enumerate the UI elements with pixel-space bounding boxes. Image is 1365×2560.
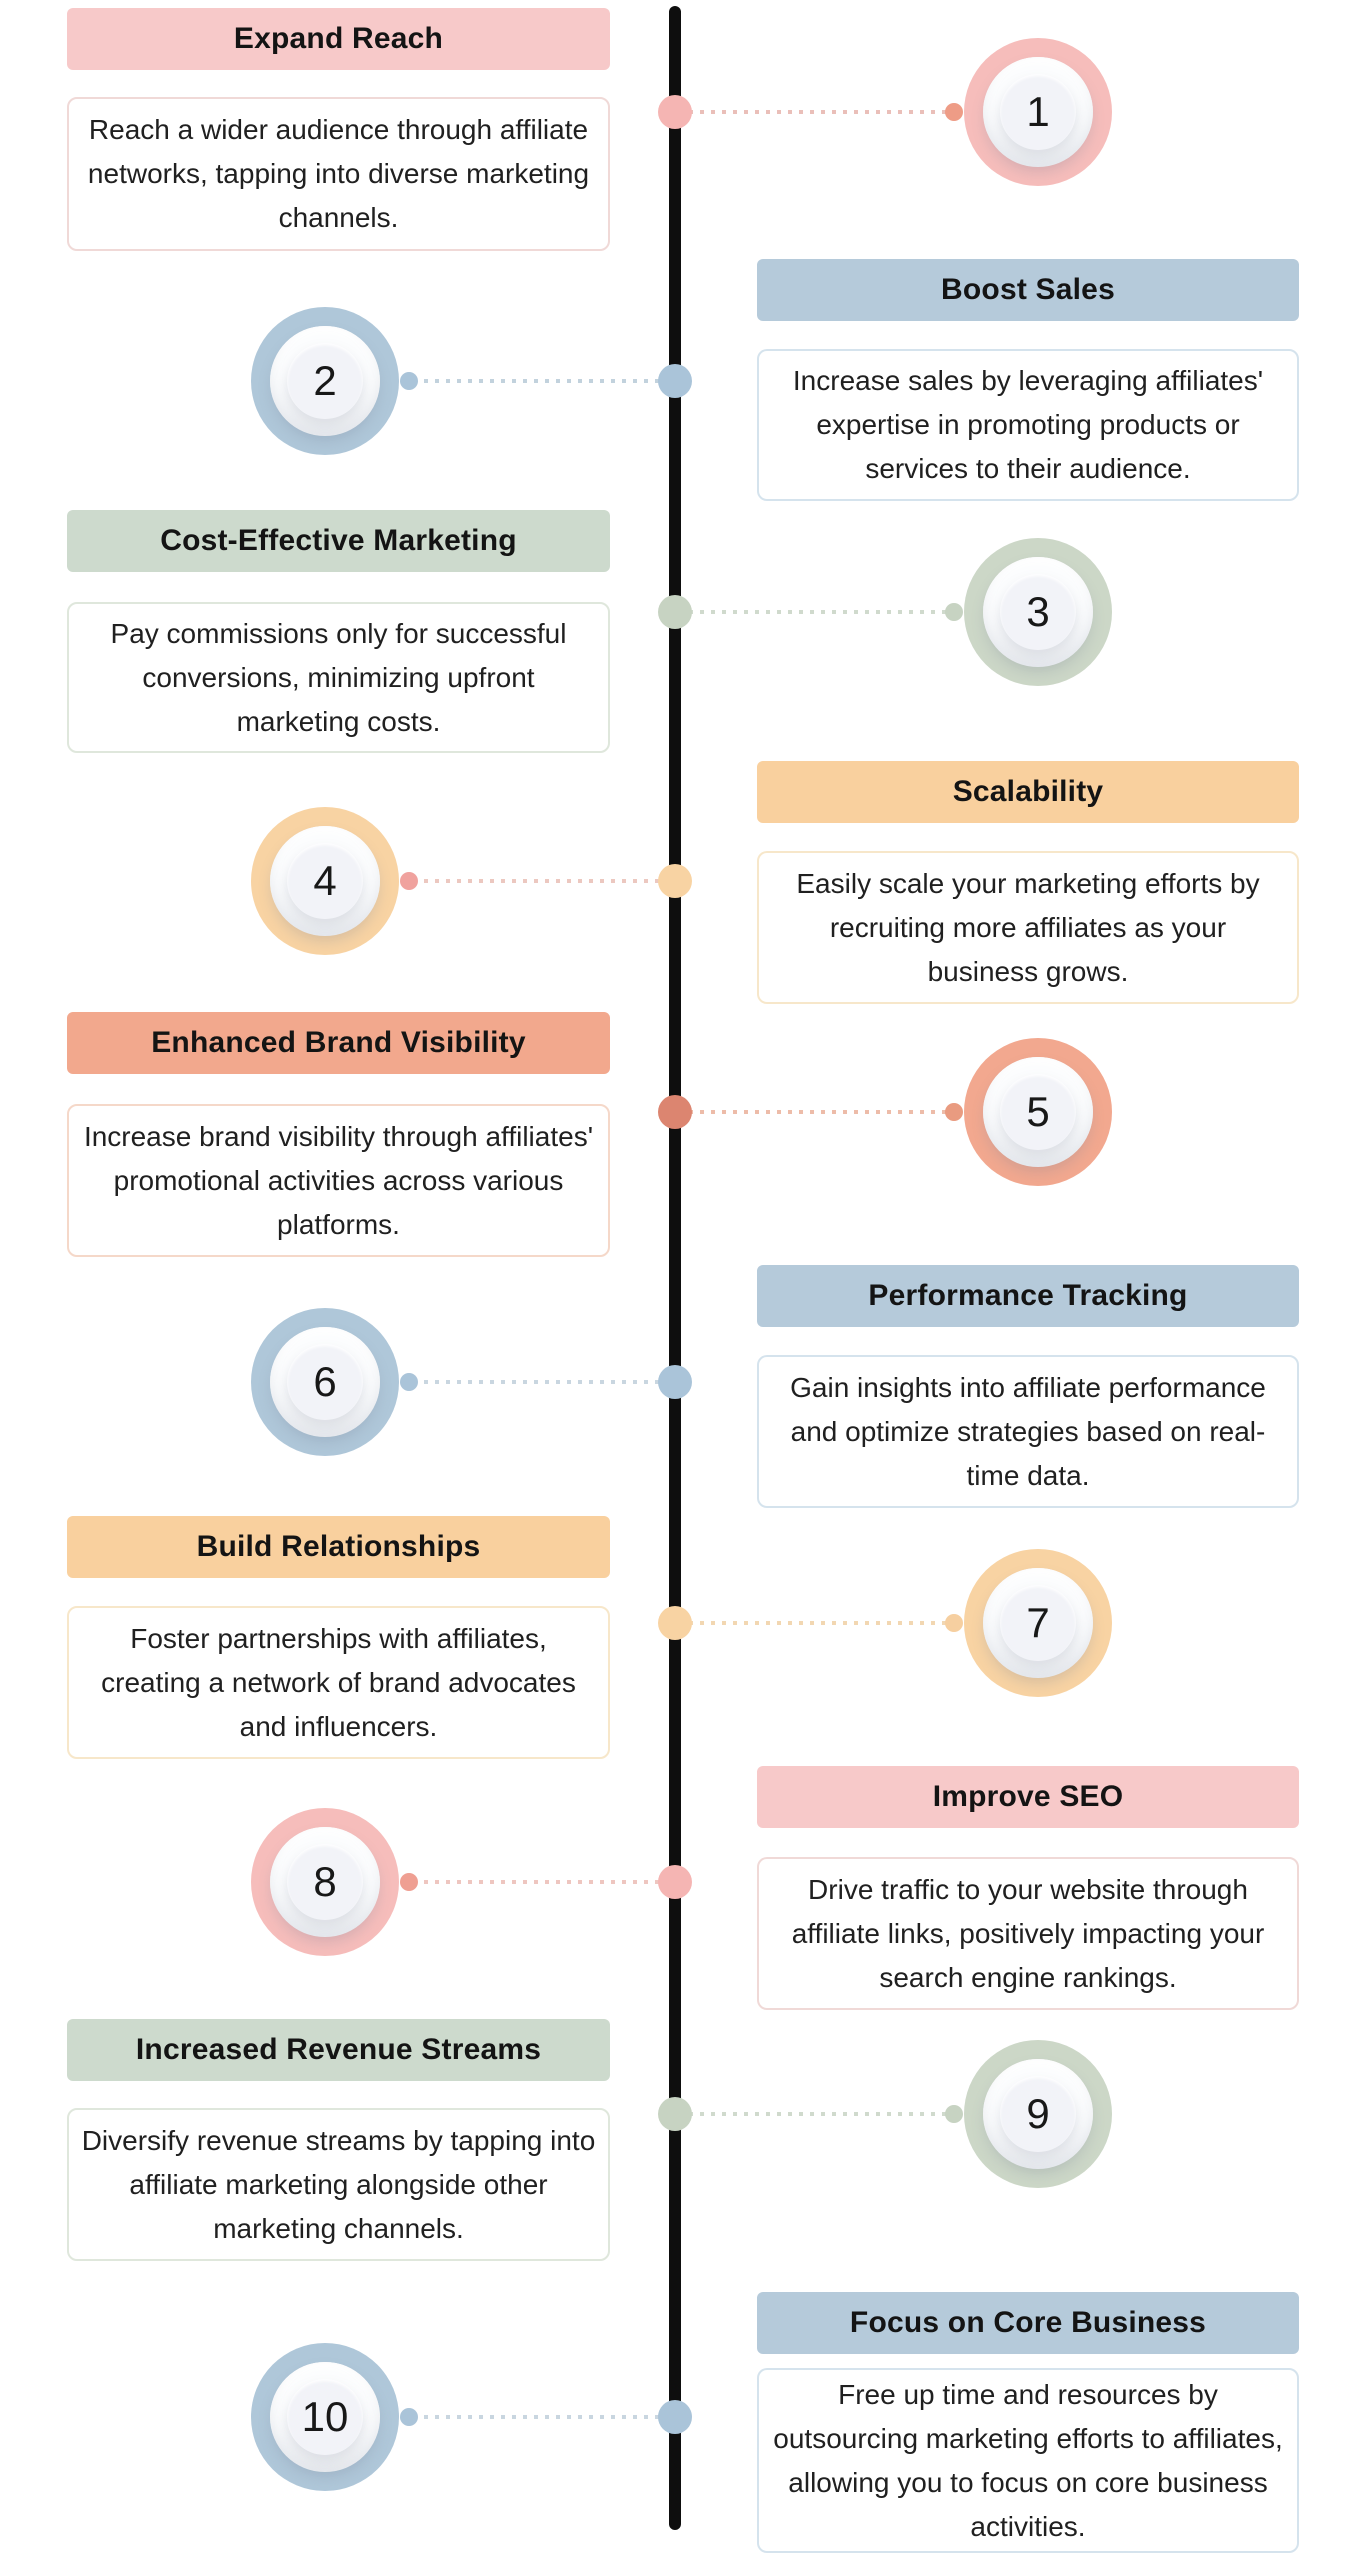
connector-dotted-line xyxy=(689,110,950,114)
item-description: Drive traffic to your website through af… xyxy=(757,1857,1299,2010)
connector-circle-dot xyxy=(945,2105,963,2123)
item-title: Build Relationships xyxy=(67,1516,610,1578)
connector-dotted-line xyxy=(413,1380,661,1384)
connector-timeline-dot xyxy=(658,364,692,398)
step-number: 10 xyxy=(287,2379,363,2455)
connector-dotted-line xyxy=(413,2415,661,2419)
item-title: Cost-Effective Marketing xyxy=(67,510,610,572)
step-circle: 5 xyxy=(964,1038,1112,1186)
step-number: 4 xyxy=(287,843,363,919)
connector-timeline-dot xyxy=(658,1865,692,1899)
step-number: 7 xyxy=(1000,1585,1076,1661)
item-description: Foster partnerships with affiliates, cre… xyxy=(67,1606,610,1759)
step-circle: 3 xyxy=(964,538,1112,686)
item-title: Boost Sales xyxy=(757,259,1299,321)
item-description: Gain insights into affiliate performance… xyxy=(757,1355,1299,1508)
item-description: Pay commissions only for successful conv… xyxy=(67,602,610,753)
connector-circle-dot xyxy=(400,372,418,390)
item-title: Increased Revenue Streams xyxy=(67,2019,610,2081)
connector-dotted-line xyxy=(413,879,661,883)
connector-timeline-dot xyxy=(658,1095,692,1129)
step-number: 2 xyxy=(287,343,363,419)
step-number: 6 xyxy=(287,1344,363,1420)
connector-dotted-line xyxy=(413,379,661,383)
connector-timeline-dot xyxy=(658,1365,692,1399)
connector-circle-dot xyxy=(400,1873,418,1891)
item-description: Increase brand visibility through affili… xyxy=(67,1104,610,1257)
step-circle: 9 xyxy=(964,2040,1112,2188)
step-circle: 7 xyxy=(964,1549,1112,1697)
item-description: Diversify revenue streams by tapping int… xyxy=(67,2108,610,2261)
step-number: 1 xyxy=(1000,74,1076,150)
connector-circle-dot xyxy=(400,2408,418,2426)
connector-dotted-line xyxy=(689,610,950,614)
connector-timeline-dot xyxy=(658,595,692,629)
step-number: 8 xyxy=(287,1844,363,1920)
step-number: 3 xyxy=(1000,574,1076,650)
item-title: Improve SEO xyxy=(757,1766,1299,1828)
step-circle: 8 xyxy=(251,1808,399,1956)
connector-timeline-dot xyxy=(658,2097,692,2131)
connector-timeline-dot xyxy=(658,1606,692,1640)
connector-dotted-line xyxy=(689,2112,950,2116)
item-description: Increase sales by leveraging affiliates'… xyxy=(757,349,1299,501)
connector-circle-dot xyxy=(945,1614,963,1632)
step-circle: 10 xyxy=(251,2343,399,2491)
connector-timeline-dot xyxy=(658,864,692,898)
step-circle: 4 xyxy=(251,807,399,955)
connector-dotted-line xyxy=(689,1621,950,1625)
connector-circle-dot xyxy=(945,103,963,121)
step-circle: 6 xyxy=(251,1308,399,1456)
connector-circle-dot xyxy=(400,1373,418,1391)
connector-circle-dot xyxy=(945,603,963,621)
connector-dotted-line xyxy=(413,1880,661,1884)
item-title: Scalability xyxy=(757,761,1299,823)
connector-dotted-line xyxy=(689,1110,950,1114)
item-description: Free up time and resources by outsourcin… xyxy=(757,2368,1299,2553)
item-title: Enhanced Brand Visibility xyxy=(67,1012,610,1074)
item-description: Easily scale your marketing efforts by r… xyxy=(757,851,1299,1004)
step-circle: 1 xyxy=(964,38,1112,186)
connector-circle-dot xyxy=(400,872,418,890)
step-number: 9 xyxy=(1000,2076,1076,2152)
step-circle: 2 xyxy=(251,307,399,455)
step-number: 5 xyxy=(1000,1074,1076,1150)
item-title: Focus on Core Business xyxy=(757,2292,1299,2354)
connector-timeline-dot xyxy=(658,95,692,129)
timeline-line xyxy=(669,6,681,2530)
item-title: Expand Reach xyxy=(67,8,610,70)
item-description: Reach a wider audience through affiliate… xyxy=(67,97,610,251)
connector-circle-dot xyxy=(945,1103,963,1121)
connector-timeline-dot xyxy=(658,2400,692,2434)
item-title: Performance Tracking xyxy=(757,1265,1299,1327)
